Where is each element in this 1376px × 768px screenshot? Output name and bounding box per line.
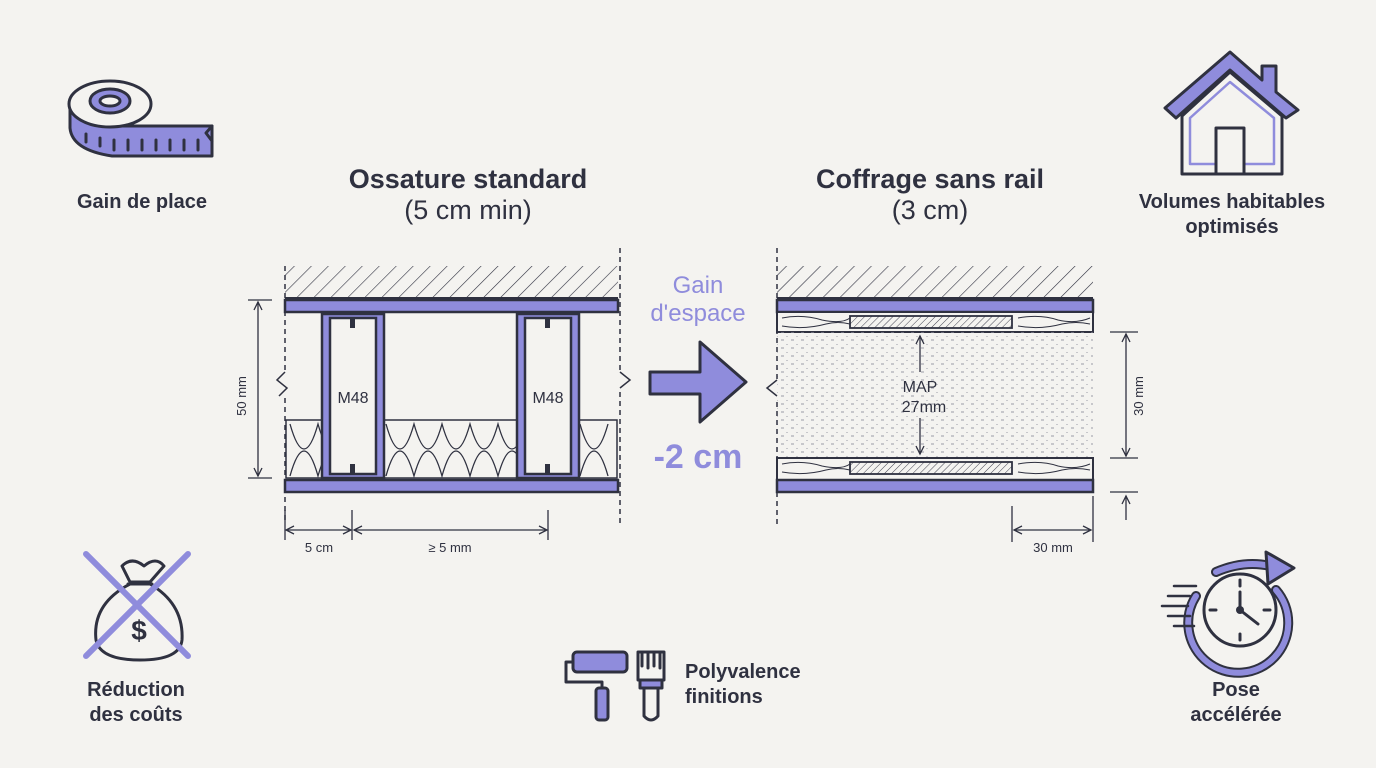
- standard-title-sub: (5 cm min): [404, 195, 532, 225]
- sans-rail-title: Coffrage sans rail (3 cm): [750, 164, 1110, 226]
- sans-rail-dim-bottom: 30 mm: [1033, 540, 1073, 555]
- feature-space-saving: Gain de place: [76, 191, 208, 213]
- feature-living-volume: Volumes habitables optimisés: [1138, 191, 1326, 238]
- map-value: 27mm: [902, 399, 946, 416]
- sans-rail-title-sub: (3 cm): [891, 195, 969, 225]
- feature-fast-install: Pose accélérée: [1190, 679, 1282, 726]
- sans-rail-title-main: Coffrage sans rail: [815, 164, 1045, 194]
- sans-rail-height-dim: 30 mm: [1131, 376, 1146, 416]
- feature-finish-versatility: Polyvalence finitions: [685, 661, 801, 708]
- svg-text:$: $: [131, 615, 147, 646]
- standard-dim-right: ≥ 5 mm: [428, 540, 471, 555]
- stud-left-label: M48: [337, 390, 368, 407]
- standard-title-main: Ossature standard: [348, 164, 588, 194]
- feature-cost-reduction: Réduction des coûts: [87, 679, 185, 726]
- standard-dim-left: 5 cm: [305, 540, 333, 555]
- gain-label: Gain d'espace: [650, 272, 746, 327]
- stud-right-label: M48: [532, 390, 563, 407]
- delta-value: -2 cm: [653, 438, 743, 476]
- map-label: MAP: [903, 379, 938, 396]
- standard-height-dim: 50 mm: [234, 376, 249, 416]
- standard-title: Ossature standard (5 cm min): [288, 164, 648, 226]
